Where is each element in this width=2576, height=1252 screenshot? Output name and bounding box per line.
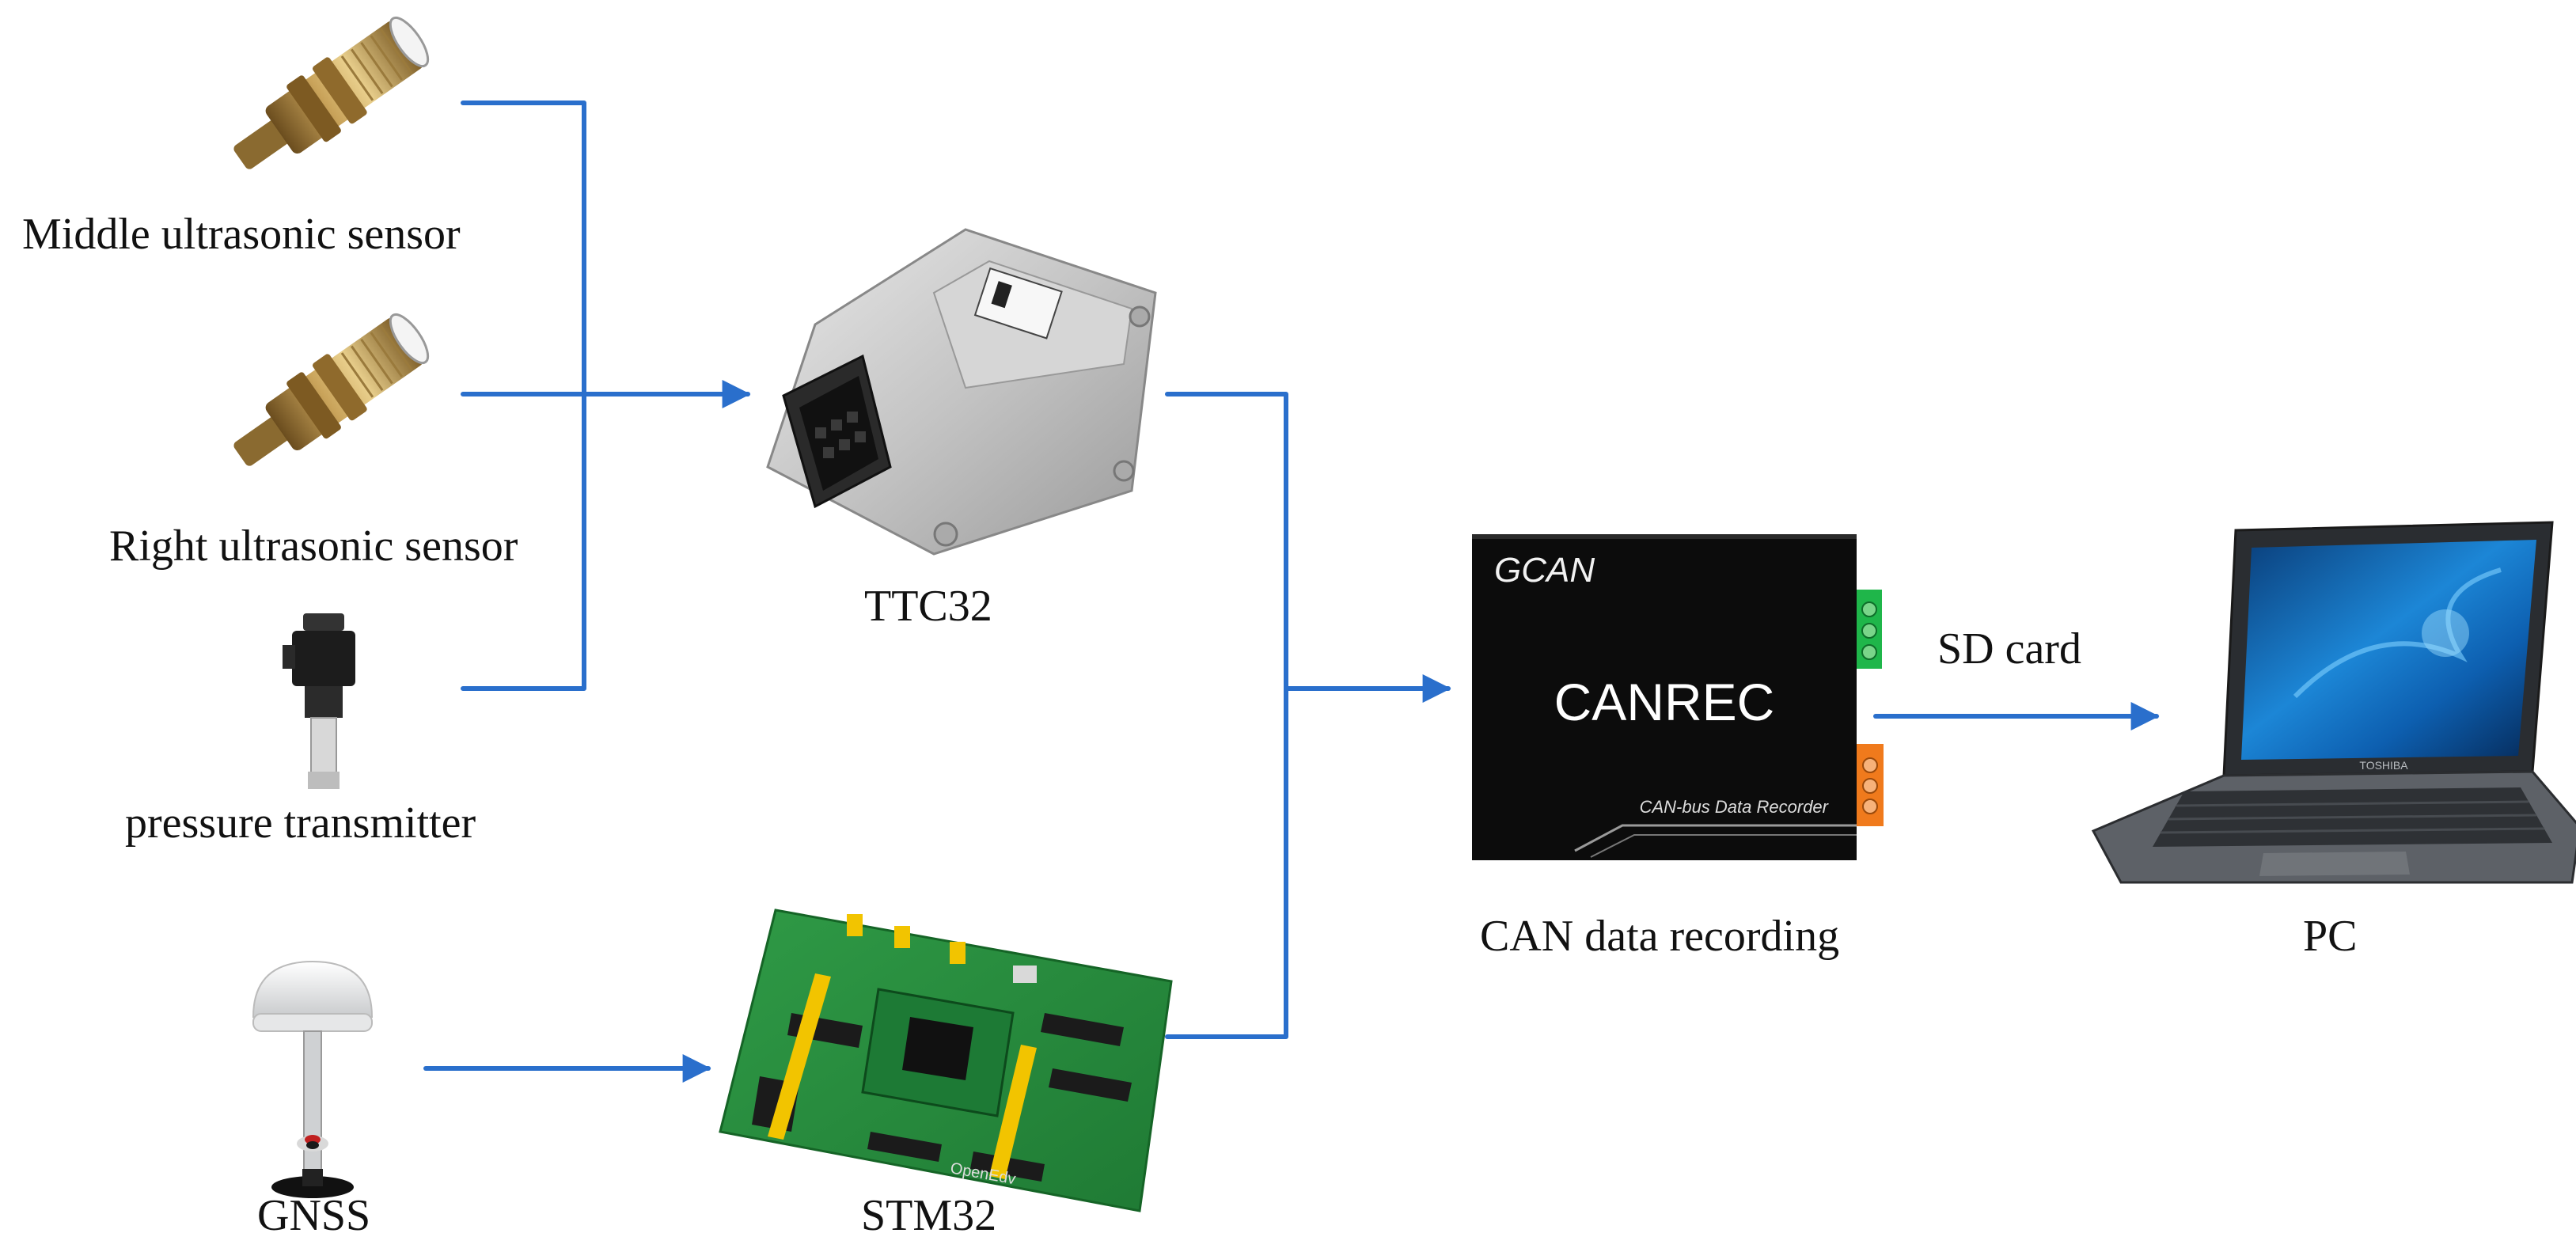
pressure-transmitter-icon xyxy=(283,613,355,789)
laptop-pc-icon: TOSHIBA xyxy=(2091,521,2576,884)
right-ultrasonic-sensor-icon xyxy=(233,313,430,466)
label-sd-card: SD card xyxy=(1937,624,2081,673)
edge-ttc32-stm32-bus xyxy=(1165,392,1288,1039)
canrec-brand: GCAN xyxy=(1494,551,1595,590)
label-middle-ultrasonic-sensor: Middle ultrasonic sensor xyxy=(22,210,461,259)
gnss-antenna-icon xyxy=(252,960,374,1198)
label-stm32: STM32 xyxy=(861,1191,997,1240)
connector-lines xyxy=(423,101,2160,1083)
canrec-subtitle: CAN-bus Data Recorder xyxy=(1640,797,1830,817)
label-can-data-recording: CAN data recording xyxy=(1480,912,1840,961)
canrec-model: CANREC xyxy=(1554,673,1775,731)
label-pc: PC xyxy=(2303,912,2358,961)
pc-brand: TOSHIBA xyxy=(2359,759,2408,772)
canrec-recorder-icon: GCAN CANREC CAN-bus Data Recorder xyxy=(1472,534,1884,860)
label-ttc32: TTC32 xyxy=(864,582,992,631)
label-right-ultrasonic-sensor: Right ultrasonic sensor xyxy=(109,522,518,571)
label-pressure-transmitter: pressure transmitter xyxy=(125,799,476,848)
stm32-board-icon: OpenEdv xyxy=(719,909,1173,1212)
label-gnss: GNSS xyxy=(257,1191,371,1240)
middle-ultrasonic-sensor-icon xyxy=(233,16,430,169)
ttc32-ecu-icon xyxy=(766,228,1157,556)
